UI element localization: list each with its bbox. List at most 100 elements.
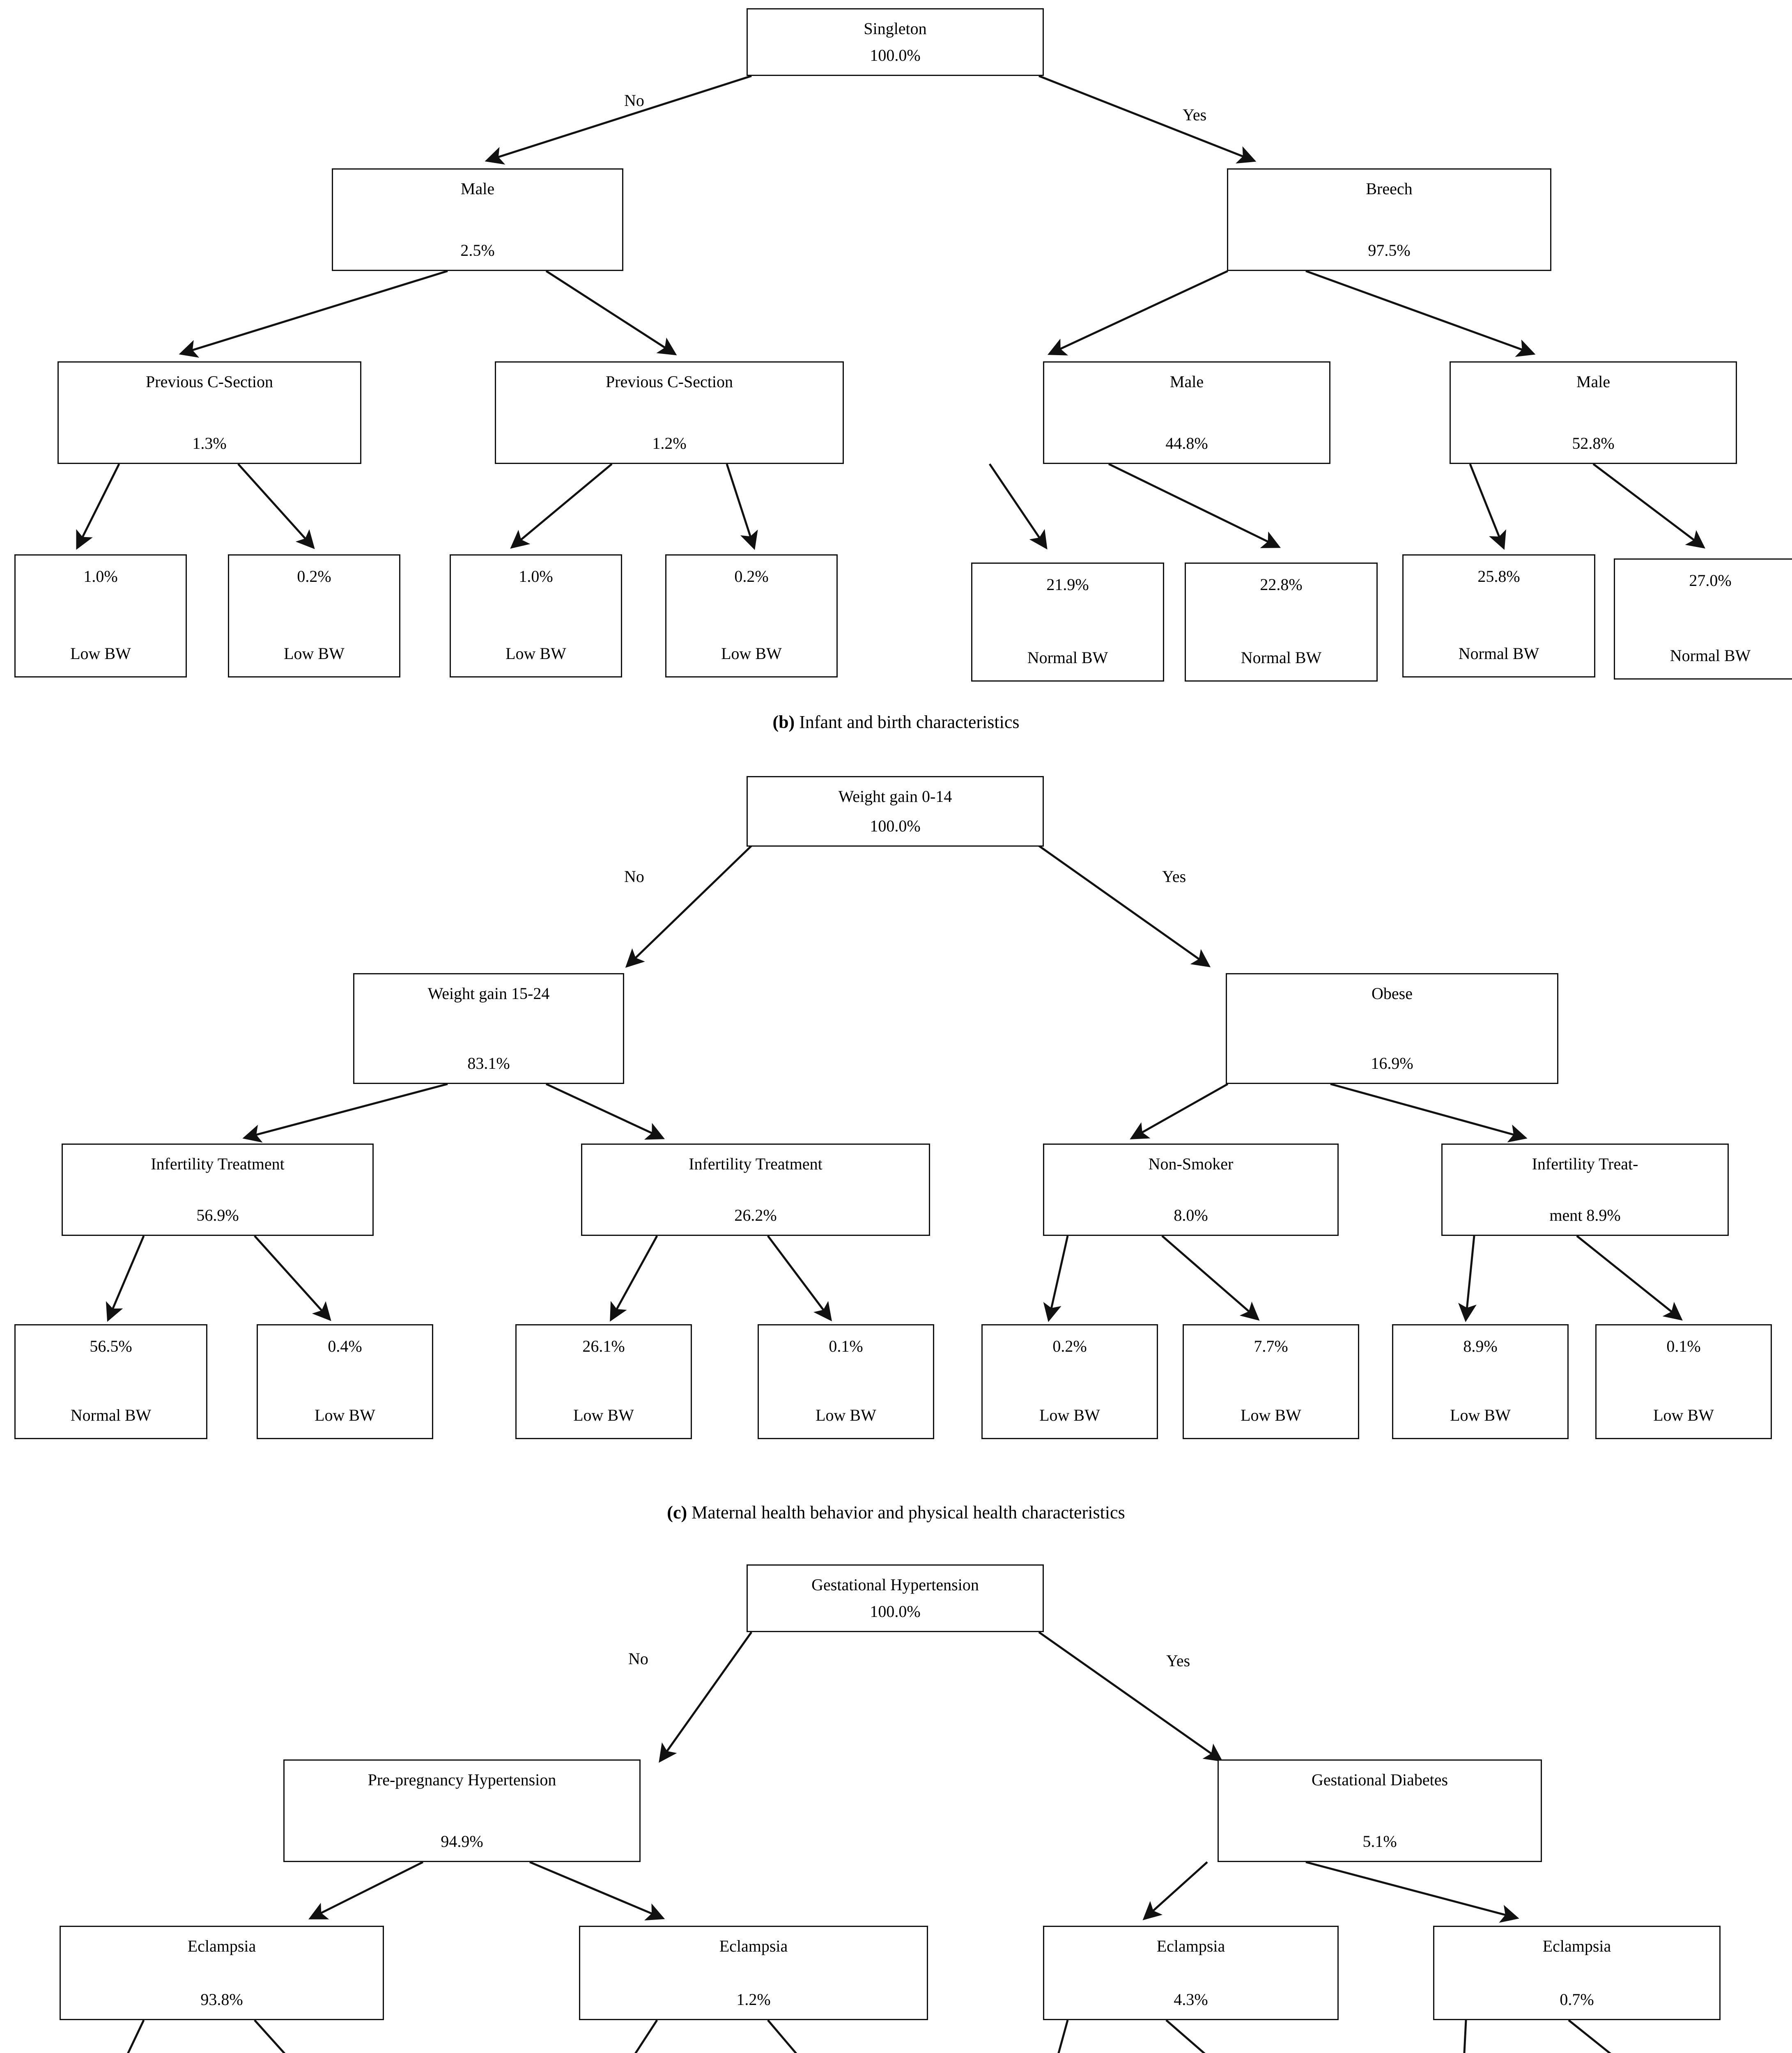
leaf-outcome: Low BW (573, 1406, 634, 1424)
tree-d-level2-node-1[interactable]: Eclampsia 93.8% (60, 1926, 384, 2020)
leaf-percent: 56.5% (90, 1337, 132, 1355)
tree-c-leaf-3[interactable]: 26.1% Low BW (515, 1324, 692, 1439)
tree-c-leaf-5[interactable]: 0.2% Low BW (981, 1324, 1158, 1439)
node-label: Gestational Hypertension (811, 1575, 979, 1594)
tree-b-edge-label-no: No (624, 91, 644, 110)
node-label: Weight gain 15-24 (427, 984, 550, 1003)
node-label: Singleton (864, 19, 927, 38)
tree-c-leaf-7[interactable]: 8.9% Low BW (1392, 1324, 1569, 1439)
leaf-percent: 26.1% (582, 1337, 625, 1355)
node-percent: 100.0% (870, 817, 921, 835)
tree-b-leaf-7[interactable]: 25.8% Normal BW (1402, 554, 1595, 677)
node-percent: 94.9% (441, 1832, 483, 1851)
tree-panel-b: Singleton 100.0% No Yes Male 2.5% Breech… (0, 0, 1792, 756)
leaf-outcome: Low BW (284, 644, 345, 663)
node-label: Weight gain 0-14 (838, 787, 952, 806)
tree-b-leaf-5[interactable]: 21.9% Normal BW (971, 563, 1164, 682)
tree-b-leaf-4[interactable]: 0.2% Low BW (665, 554, 838, 677)
tree-panel-c: Weight gain 0-14 100.0% No Yes Weight ga… (0, 768, 1792, 1544)
tree-c-level2-node-4[interactable]: Infertility Treat- ment 8.9% (1441, 1144, 1729, 1236)
node-percent: 0.7% (1560, 1990, 1594, 2009)
node-label: Infertility Treatment (689, 1155, 822, 1173)
leaf-percent: 25.8% (1477, 567, 1520, 586)
tree-c-caption: (c) Maternal health behavior and physica… (0, 1502, 1792, 1523)
leaf-percent: 0.1% (1666, 1337, 1701, 1355)
tree-panel-d: Gestational Hypertension 100.0% No Yes P… (0, 1556, 1792, 2053)
tree-c-level2-node-1[interactable]: Infertility Treatment 56.9% (62, 1144, 374, 1236)
tree-b-leaf-1[interactable]: 1.0% Low BW (14, 554, 187, 677)
leaf-outcome: Low BW (1039, 1406, 1100, 1424)
tree-c-caption-text: Maternal health behavior and physical he… (687, 1502, 1125, 1523)
node-percent: 4.3% (1174, 1990, 1208, 2009)
leaf-percent: 22.8% (1260, 575, 1303, 594)
leaf-percent: 21.9% (1046, 575, 1089, 594)
leaf-outcome: Normal BW (1458, 644, 1539, 663)
tree-b-caption: (b) Infant and birth characteristics (0, 712, 1792, 732)
node-percent: 5.1% (1362, 1832, 1397, 1851)
node-percent: 1.2% (736, 1990, 771, 2009)
leaf-outcome: Normal BW (1241, 648, 1322, 667)
node-label: Gestational Diabetes (1311, 1771, 1448, 1789)
tree-b-leaf-3[interactable]: 1.0% Low BW (450, 554, 622, 677)
leaf-outcome: Low BW (1241, 1406, 1301, 1424)
tree-d-root-node[interactable]: Gestational Hypertension 100.0% (747, 1564, 1044, 1632)
tree-b-leaf-2[interactable]: 0.2% Low BW (228, 554, 400, 677)
node-percent: 16.9% (1371, 1054, 1413, 1072)
node-percent: 93.8% (200, 1990, 243, 2009)
node-label: Infertility Treat- (1532, 1155, 1638, 1173)
leaf-outcome: Normal BW (1027, 648, 1108, 667)
tree-c-root-node[interactable]: Weight gain 0-14 100.0% (747, 776, 1044, 847)
tree-d-level2-node-4[interactable]: Eclampsia 0.7% (1433, 1926, 1721, 2020)
tree-b-level1-node-breech[interactable]: Breech 97.5% (1227, 168, 1551, 271)
tree-b-level2-node-1[interactable]: Previous C-Section 1.3% (57, 361, 361, 464)
node-percent: 8.0% (1174, 1206, 1208, 1224)
leaf-percent: 27.0% (1689, 571, 1732, 590)
leaf-outcome: Normal BW (70, 1406, 152, 1424)
tree-c-level2-node-2[interactable]: Infertility Treatment 26.2% (581, 1144, 930, 1236)
node-percent: 1.3% (192, 434, 227, 452)
tree-d-level1-node-prepregnancy[interactable]: Pre-pregnancy Hypertension 94.9% (283, 1759, 641, 1862)
leaf-outcome: Low BW (1450, 1406, 1511, 1424)
leaf-percent: 8.9% (1463, 1337, 1498, 1355)
node-label: Infertility Treatment (151, 1155, 285, 1173)
leaf-outcome: Low BW (505, 644, 566, 663)
node-percent: 100.0% (870, 1602, 921, 1621)
tree-c-leaf-8[interactable]: 0.1% Low BW (1595, 1324, 1772, 1439)
node-label: Eclampsia (719, 1937, 788, 1955)
tree-c-level2-node-3[interactable]: Non-Smoker 8.0% (1043, 1144, 1339, 1236)
leaf-outcome: Low BW (70, 644, 131, 663)
node-percent: 83.1% (467, 1054, 510, 1072)
tree-b-caption-text: Infant and birth characteristics (795, 712, 1020, 732)
tree-d-level2-node-3[interactable]: Eclampsia 4.3% (1043, 1926, 1339, 2020)
tree-b-edge-label-yes: Yes (1183, 106, 1207, 124)
tree-d-level1-node-gestdiabetes[interactable]: Gestational Diabetes 5.1% (1218, 1759, 1542, 1862)
node-percent: 100.0% (870, 46, 921, 64)
node-label: Breech (1366, 179, 1413, 198)
tree-b-leaf-8[interactable]: 27.0% Normal BW (1614, 558, 1792, 680)
leaf-percent: 0.1% (829, 1337, 863, 1355)
tree-b-level1-node-male[interactable]: Male 2.5% (332, 168, 623, 271)
tree-d-level2-node-2[interactable]: Eclampsia 1.2% (579, 1926, 928, 2020)
node-label: Eclampsia (187, 1937, 256, 1955)
tree-b-caption-tag: (b) (772, 712, 795, 732)
node-label: Obese (1372, 984, 1413, 1003)
tree-c-leaf-2[interactable]: 0.4% Low BW (257, 1324, 433, 1439)
node-percent: 26.2% (734, 1206, 777, 1224)
node-percent: 97.5% (1368, 241, 1411, 259)
tree-c-leaf-1[interactable]: 56.5% Normal BW (14, 1324, 207, 1439)
tree-c-level1-node-weightgain[interactable]: Weight gain 15-24 83.1% (353, 973, 624, 1084)
tree-b-level2-node-4[interactable]: Male 52.8% (1450, 361, 1737, 464)
tree-c-level1-node-obese[interactable]: Obese 16.9% (1226, 973, 1558, 1084)
node-label: Eclampsia (1542, 1937, 1611, 1955)
leaf-outcome: Low BW (721, 644, 782, 663)
tree-b-leaf-6[interactable]: 22.8% Normal BW (1185, 563, 1378, 682)
node-label: Male (1169, 372, 1204, 391)
tree-b-level2-node-3[interactable]: Male 44.8% (1043, 361, 1330, 464)
tree-c-leaf-4[interactable]: 0.1% Low BW (758, 1324, 934, 1439)
tree-b-level2-node-2[interactable]: Previous C-Section 1.2% (495, 361, 844, 464)
node-label: Male (1576, 372, 1611, 391)
tree-c-caption-tag: (c) (667, 1502, 687, 1523)
tree-b-root-node[interactable]: Singleton 100.0% (747, 8, 1044, 76)
leaf-percent: 7.7% (1254, 1337, 1288, 1355)
tree-c-leaf-6[interactable]: 7.7% Low BW (1183, 1324, 1359, 1439)
